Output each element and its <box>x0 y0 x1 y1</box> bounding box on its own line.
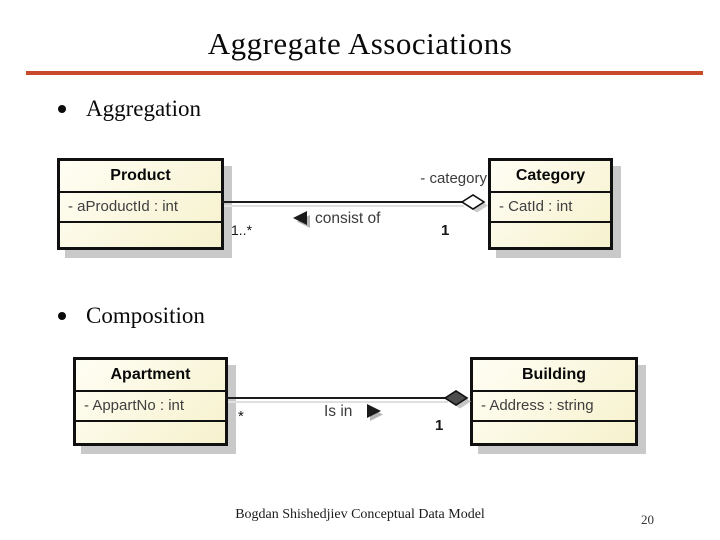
class-attribute: - CatId : int <box>491 193 610 223</box>
bullet-aggregation: Aggregation <box>58 96 201 122</box>
filled-diamond-icon <box>443 390 471 409</box>
title-underline-rule <box>26 71 703 75</box>
association-name-label: consist of <box>315 210 381 227</box>
class-box-category: Category - CatId : int <box>488 158 613 250</box>
class-box-building: Building - Address : string <box>470 357 638 446</box>
multiplicity-left: * <box>238 408 244 425</box>
bullet-dot-icon <box>58 311 66 320</box>
class-attribute: - Address : string <box>473 392 635 422</box>
class-box-apartment: Apartment - AppartNo : int <box>73 357 228 446</box>
class-name: Building <box>473 360 635 392</box>
association-line-shadow <box>228 401 448 403</box>
multiplicity-left: 1..* <box>231 222 253 238</box>
class-name: Product <box>60 161 221 193</box>
bullet-label: Composition <box>86 303 205 328</box>
page-number: 20 <box>641 512 654 527</box>
solid-triangle-left-icon <box>293 211 310 228</box>
class-operations-empty <box>473 422 635 443</box>
multiplicity-right: 1 <box>441 222 450 239</box>
class-name: Category <box>491 161 610 193</box>
association-line <box>221 201 462 203</box>
footer-credit: Bogdan Shishedjiev Conceptual Data Model <box>235 507 485 522</box>
multiplicity-right: 1 <box>435 417 444 434</box>
hollow-diamond-icon <box>460 194 488 213</box>
association-line <box>225 397 446 399</box>
bullet-dot-icon <box>58 104 66 113</box>
class-name: Apartment <box>76 360 225 392</box>
association-name-label: Is in <box>324 403 353 420</box>
class-attribute: - aProductId : int <box>60 193 221 223</box>
bullet-composition: Composition <box>58 303 205 329</box>
class-attribute: - AppartNo : int <box>76 392 225 422</box>
class-operations-empty <box>60 223 221 247</box>
association-line-shadow <box>224 205 464 207</box>
bullet-label: Aggregation <box>86 96 201 121</box>
class-operations-empty <box>491 223 610 247</box>
page-title: Aggregate Associations <box>207 26 513 61</box>
solid-triangle-right-icon <box>367 404 383 421</box>
class-box-product: Product - aProductId : int <box>57 158 224 250</box>
role-name-label: - category <box>420 170 487 187</box>
class-operations-empty <box>76 422 225 443</box>
